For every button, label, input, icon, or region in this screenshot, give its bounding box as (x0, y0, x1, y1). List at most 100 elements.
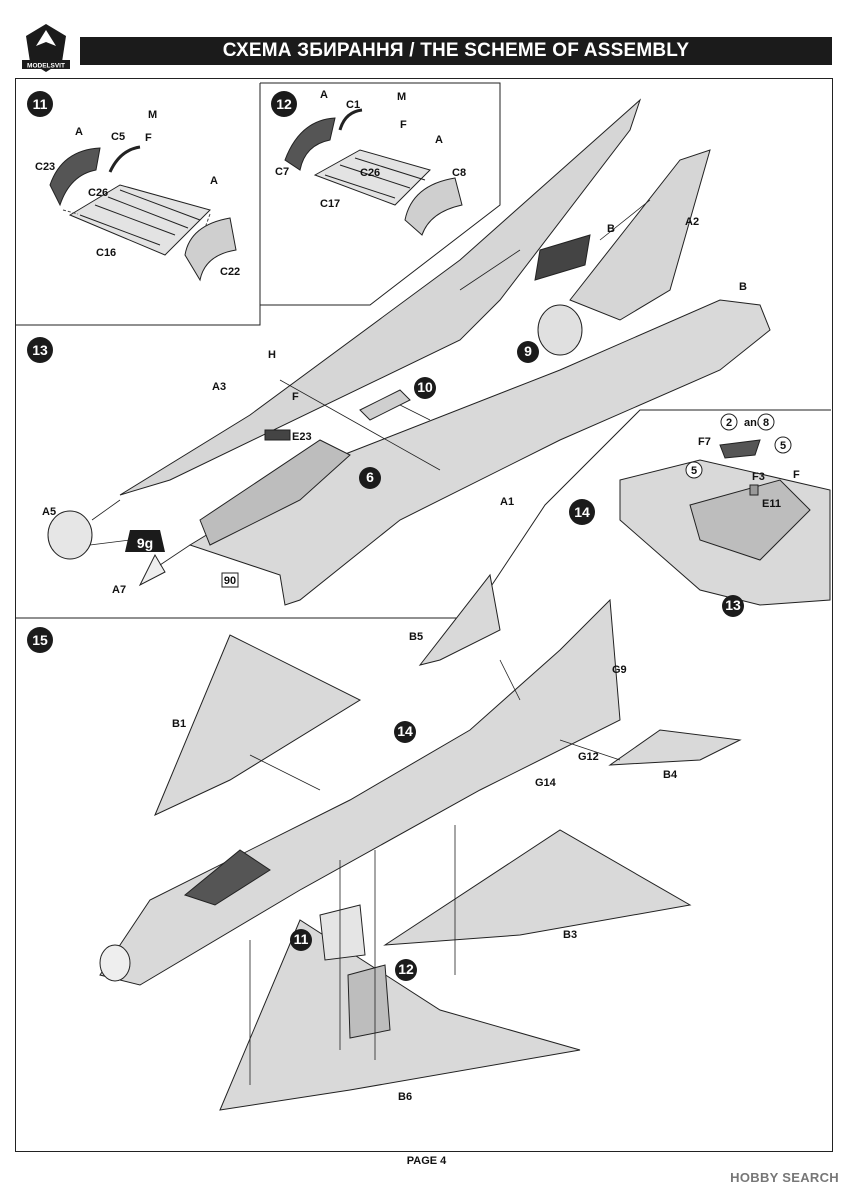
svg-text:11: 11 (33, 96, 48, 112)
c8-part (404, 177, 463, 236)
svg-text:A: A (210, 175, 218, 187)
svg-text:A: A (320, 89, 328, 101)
c7-part (284, 117, 336, 171)
svg-text:G9: G9 (612, 664, 627, 676)
svg-text:12: 12 (276, 96, 292, 112)
svg-text:A5: A5 (42, 506, 56, 518)
svg-text:2: 2 (726, 417, 732, 429)
svg-text:E11: E11 (762, 498, 781, 510)
svg-text:5: 5 (780, 440, 786, 452)
svg-text:9: 9 (524, 343, 532, 359)
svg-text:A2: A2 (685, 216, 699, 228)
svg-text:F7: F7 (698, 436, 711, 448)
a1-fuselage (188, 299, 771, 606)
weight-block: 9g (125, 530, 165, 552)
svg-text:5: 5 (691, 465, 697, 477)
c16-part (68, 184, 211, 256)
svg-text:9g: 9g (137, 535, 153, 551)
svg-text:B6: B6 (398, 1091, 412, 1103)
svg-text:E23: E23 (292, 431, 312, 443)
svg-text:M: M (148, 109, 157, 121)
svg-text:F3: F3 (752, 471, 765, 483)
c5-part (108, 145, 141, 173)
a2-fin (569, 149, 711, 321)
svg-text:C23: C23 (35, 161, 55, 173)
exhaust-part (537, 304, 583, 356)
callout-markers: 9 10 6 2 and 8 5 5 11 12 14 13 (290, 341, 792, 981)
b3-part (383, 829, 692, 946)
svg-text:A7: A7 (112, 584, 126, 596)
panel-borders (15, 82, 831, 619)
c17-part (313, 149, 431, 206)
svg-text:14: 14 (574, 504, 590, 520)
svg-text:B1: B1 (172, 718, 186, 730)
svg-text:B3: B3 (563, 929, 577, 941)
svg-text:A1: A1 (500, 496, 514, 508)
glue-marks: A M F A A M F A H F B B F (75, 89, 800, 481)
b4-part (608, 729, 742, 766)
leader-lines-13 (89, 199, 651, 566)
watermark-text: HOBBY SEARCH (730, 1170, 839, 1185)
fuselage-assembly: 9g 90 (47, 98, 771, 606)
svg-text:6: 6 (366, 469, 374, 485)
svg-text:A: A (435, 134, 443, 146)
b6-part (219, 919, 581, 1111)
svg-text:15: 15 (32, 632, 48, 648)
step-15-detail (99, 573, 742, 1111)
svg-text:12: 12 (398, 961, 414, 977)
c22-part (184, 217, 237, 282)
svg-text:C8: C8 (452, 167, 466, 179)
svg-text:H: H (268, 349, 276, 361)
c23-part (49, 147, 101, 207)
e11-part (749, 484, 759, 496)
svg-text:13: 13 (725, 597, 741, 613)
svg-text:11: 11 (294, 931, 309, 947)
svg-text:G12: G12 (578, 751, 599, 763)
b5-part (418, 573, 501, 666)
svg-text:G14: G14 (535, 777, 557, 789)
part-labels: C23 C5 C26 C16 C22 C1 C7 C26 C17 C8 A3 A… (35, 99, 781, 1103)
svg-text:C22: C22 (220, 266, 240, 278)
step-14-detail (619, 439, 831, 606)
cockpit-tub (199, 439, 351, 546)
svg-text:90: 90 (224, 575, 236, 587)
svg-text:8: 8 (763, 417, 769, 429)
page-number: PAGE 4 (406, 1155, 447, 1167)
svg-text:M: M (397, 91, 406, 103)
modelsvit-logo: MODELSVIT (22, 24, 70, 72)
page-title: СХЕМА ЗБИРАННЯ / THE SCHEME OF ASSEMBLY (80, 37, 832, 65)
svg-text:C1: C1 (346, 99, 360, 111)
svg-text:14: 14 (397, 723, 413, 739)
step-11-detail (49, 145, 237, 282)
b1-wing (154, 634, 362, 816)
svg-text:F: F (145, 132, 152, 144)
logo-text: MODELSVIT (27, 63, 65, 70)
svg-text:B5: B5 (409, 631, 423, 643)
assembly-frame (15, 78, 833, 1152)
f7-part (719, 439, 761, 459)
svg-text:C5: C5 (111, 131, 125, 143)
svg-text:C17: C17 (320, 198, 340, 210)
svg-text:C26: C26 (88, 187, 108, 199)
c1-part (338, 108, 363, 131)
svg-text:B: B (739, 281, 747, 293)
svg-text:F: F (793, 469, 800, 481)
svg-text:C7: C7 (275, 166, 289, 178)
svg-text:A3: A3 (212, 381, 226, 393)
a5-intake (47, 510, 93, 560)
svg-text:13: 13 (32, 342, 48, 358)
svg-text:A: A (75, 126, 83, 138)
svg-text:10: 10 (417, 379, 433, 395)
svg-text:C26: C26 (360, 167, 380, 179)
svg-text:F: F (400, 119, 407, 131)
svg-text:C16: C16 (96, 247, 116, 259)
step-12-detail (284, 108, 463, 236)
svg-text:F: F (292, 391, 299, 403)
step-markers: 11 12 13 14 15 (27, 91, 595, 653)
a7-cone (138, 553, 166, 587)
leader-lines-15 (249, 659, 621, 1085)
svg-text:B: B (607, 223, 615, 235)
svg-text:B4: B4 (663, 769, 678, 781)
